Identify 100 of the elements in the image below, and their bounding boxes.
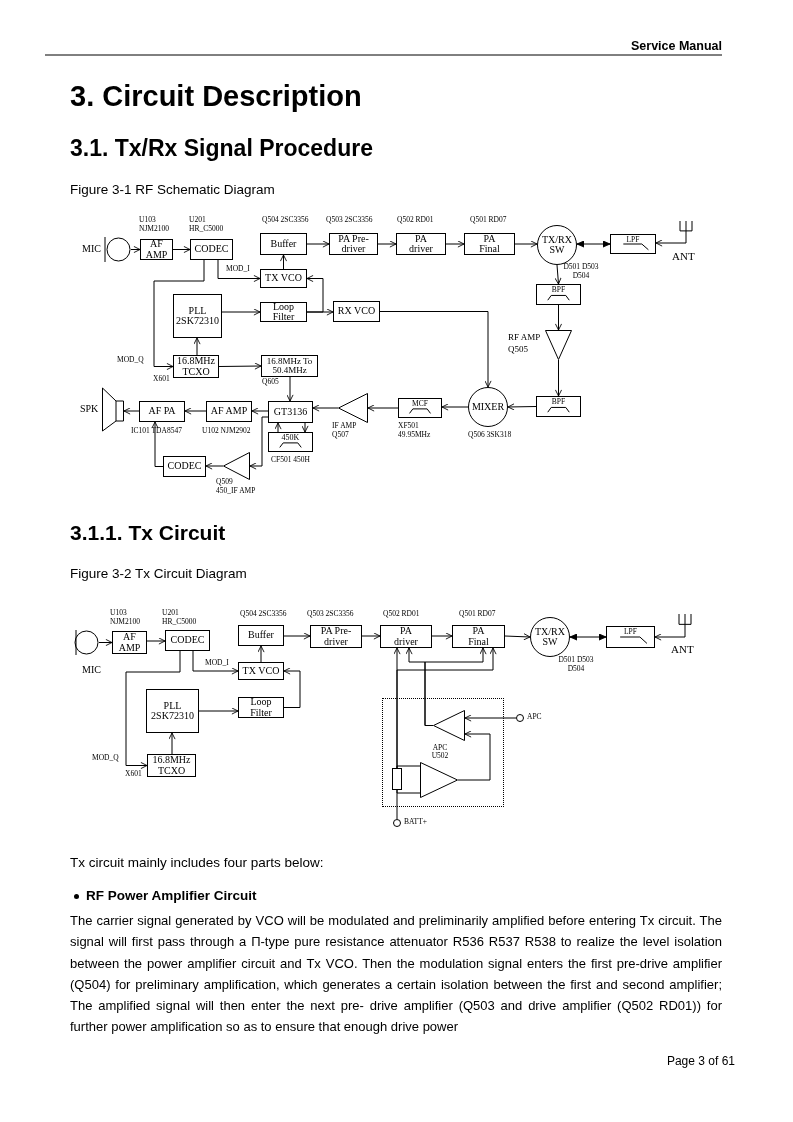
signal-arrow (153, 259, 205, 370)
component-label: MIC (82, 243, 101, 255)
figure-caption: Figure 3-2 Tx Circuit Diagram (70, 566, 247, 583)
block-box (260, 302, 307, 322)
block-label: AF PA (148, 406, 176, 417)
signal-arrow (576, 240, 611, 248)
signal-arrow (379, 311, 492, 388)
dotted-boundary (382, 698, 504, 807)
bullet-heading: RF Power Amplifier Circuit (86, 888, 257, 905)
block-box (173, 294, 222, 338)
block-label: 16.8MHz TCXO (175, 356, 217, 377)
block-label: CODEC (167, 461, 202, 472)
header-title: Service Manual (630, 39, 722, 54)
page-title: 3. Circuit Description (70, 79, 362, 114)
block-label: AF AMP (210, 406, 248, 417)
block-box (310, 625, 362, 648)
block-label: PA driver (408, 233, 434, 255)
signal-arrow (217, 259, 261, 282)
amplifier-triangle (420, 762, 458, 798)
block-box (464, 233, 515, 255)
body-paragraph: The carrier signal generated by VCO will be modulated and preliminarily amplified before entering Tx circuit. The signal will first pass through a Π-type pure resistance attenuator R536 R537 R538 to realize the level isolation between the power amplifier circuit and Tx VCO. Then the modulation signal enters the first pre-drive amplifier (Q504) for preliminary amplification, which generates a certain isolation between the first and second amplifier; The amplified signal will then enter the next pre- drive amplifier (Q503 and drive amplifier (Q502 RD01)) for further power amplification so as to ensure that enough drive power (70, 912, 722, 1037)
signal-arrow (172, 246, 191, 253)
block-box (165, 630, 210, 651)
block-label: AF AMP (144, 239, 169, 260)
block-box (146, 689, 199, 733)
terminal-circle (516, 714, 524, 722)
block-label: TX/RX SW (541, 234, 573, 256)
block-box (396, 233, 446, 255)
amplifier-triangle (545, 330, 572, 360)
block-label: TX/RX SW (534, 626, 566, 648)
component-label: ANT (671, 643, 694, 656)
block-label: PA Pre-driver (337, 233, 370, 255)
subsection-heading: 3.1.1. Tx Circuit (70, 520, 226, 546)
block-box (139, 401, 185, 422)
signal-arrow (125, 650, 181, 769)
section-heading: 3.1. Tx/Rx Signal Procedure (70, 135, 373, 163)
block-box (190, 239, 233, 260)
block-label: CODEC (170, 635, 205, 646)
wire (396, 765, 421, 769)
signal-arrow (192, 650, 239, 675)
block-label: CODEC (194, 244, 229, 255)
signal-arrow (555, 359, 562, 397)
component-label: MIC (82, 664, 101, 676)
block-box (333, 301, 380, 322)
block-label: Buffer (270, 238, 297, 250)
block-label: GT3136 (273, 406, 308, 418)
signal-arrow (555, 304, 562, 331)
component-label: RF AMP (508, 332, 541, 343)
signal-arrow (424, 647, 487, 726)
block-box (260, 269, 307, 288)
amplifier-triangle (223, 452, 250, 480)
signal-arrow (130, 246, 141, 253)
block-label: 16.8MHz TCXO (151, 755, 192, 776)
filter-box (268, 432, 313, 452)
block-label: 450K (281, 434, 300, 443)
block-label: PLL 2SK72310 (150, 700, 195, 722)
block-label: Buffer (248, 630, 274, 641)
speaker-symbol (102, 387, 124, 432)
block-box (238, 697, 284, 718)
signal-arrow (98, 639, 113, 646)
block-label: PA driver (393, 626, 419, 647)
amplifier-triangle (338, 393, 368, 423)
block-box (112, 631, 147, 654)
component-label: SPK (80, 403, 99, 415)
block-box (163, 456, 206, 477)
figure-caption: Figure 3-1 RF Schematic Diagram (70, 182, 275, 199)
block-box (260, 233, 307, 255)
antenna-symbol (678, 614, 692, 637)
page-number: Page 3 of 61 (665, 1054, 735, 1069)
signal-arrow (554, 264, 562, 285)
block-box (238, 662, 284, 680)
filter-box (398, 398, 442, 418)
amplifier-triangle (433, 710, 465, 741)
terminal-circle (393, 819, 401, 827)
block-label: PA Final (478, 233, 501, 255)
signal-arrow (569, 633, 607, 641)
block-box (238, 625, 284, 646)
block-box (380, 625, 432, 648)
component-label: ANT (672, 250, 695, 263)
block-label: Loop Filter (271, 301, 296, 323)
component-label: Q505 (508, 344, 528, 355)
filter-box (606, 626, 655, 648)
microphone-symbol (104, 237, 131, 262)
block-label: PLL 2SK72310 (175, 305, 220, 327)
intro-text: Tx circuit mainly includes four parts below: (70, 855, 324, 872)
block-label: PA Pre-driver (319, 626, 353, 647)
signal-arrow (280, 254, 287, 270)
block-label: Loop Filter (249, 697, 273, 718)
block-label: TX VCO (242, 665, 280, 677)
wire (396, 789, 421, 794)
block-box (206, 401, 252, 422)
filter-box (536, 284, 581, 305)
block-label: PA Final (467, 626, 490, 647)
filter-box (536, 396, 581, 417)
antenna-symbol (679, 221, 693, 243)
signal-arrow (306, 275, 324, 313)
block-label: RX VCO (337, 306, 376, 317)
filter-box (610, 234, 656, 254)
resistor-symbol (392, 768, 402, 790)
block-box (268, 401, 313, 423)
